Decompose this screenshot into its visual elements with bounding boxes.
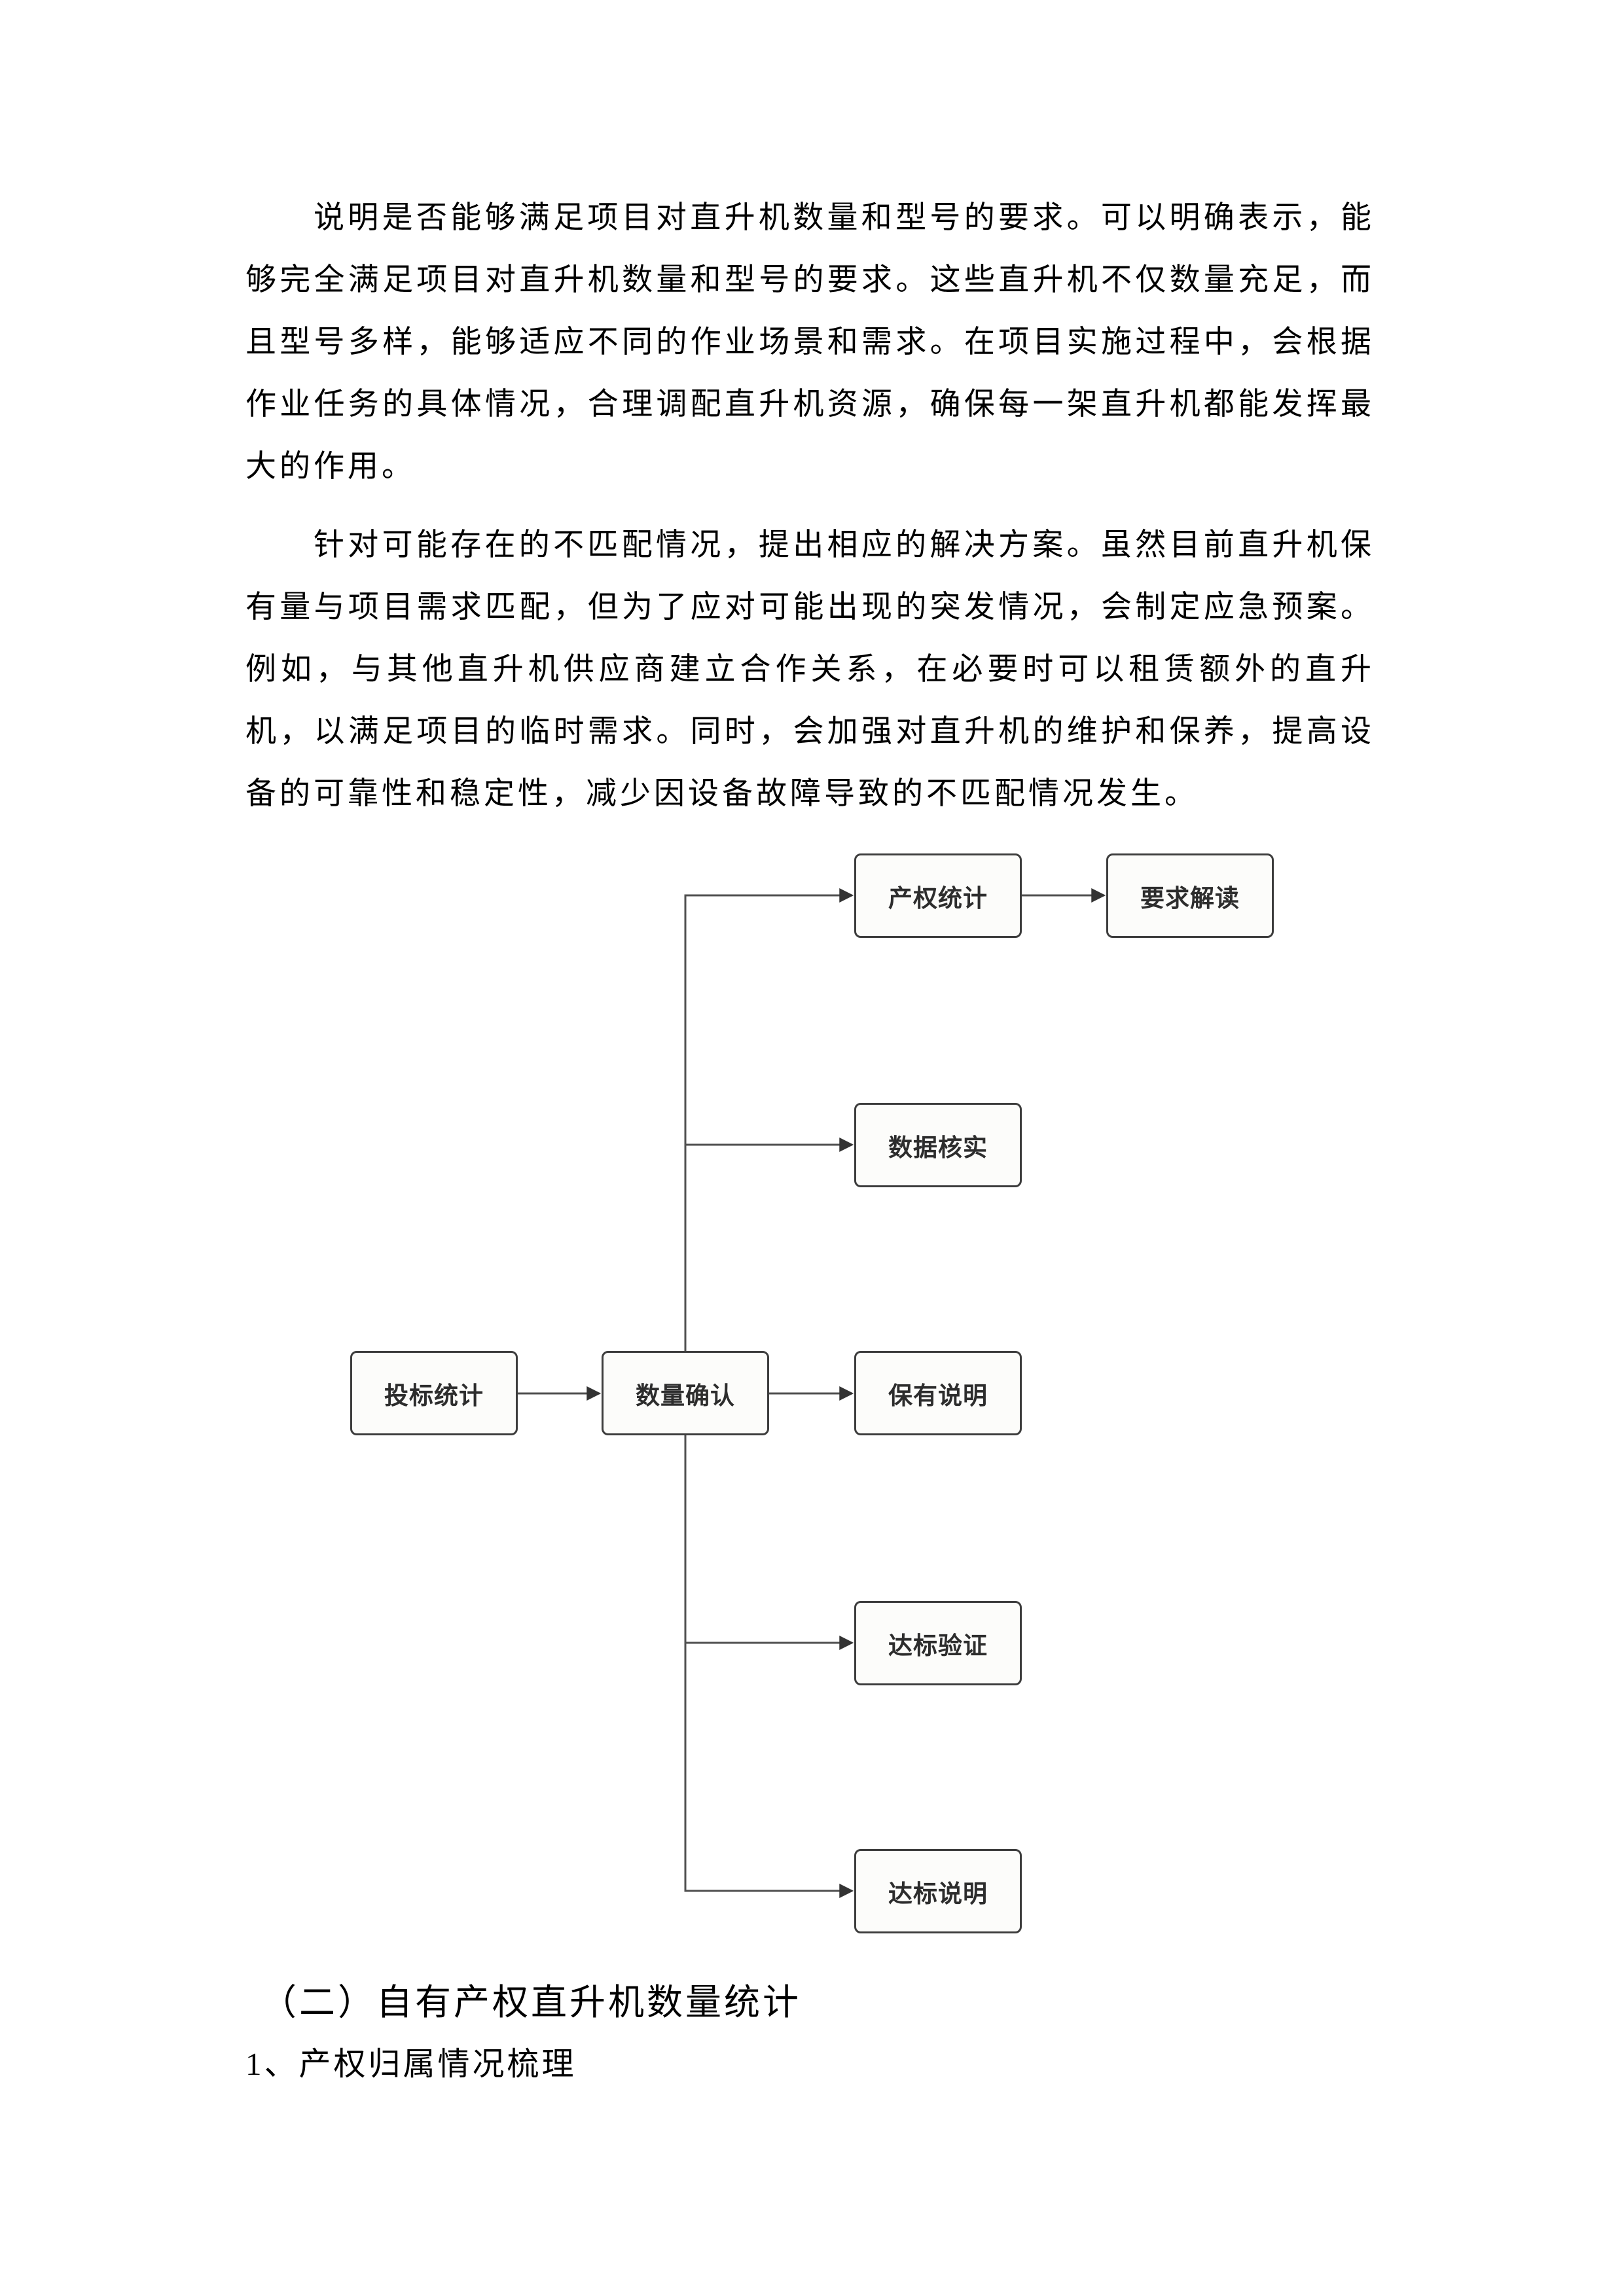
paragraph-mismatch-solution: 针对可能存在的不匹配情况，提出相应的解决方案。虽然目前直升机保有量与项目需求匹配…	[245, 528, 1375, 811]
node-compliance-explanation: 达标说明	[854, 1849, 1022, 1933]
node-bid-statistics: 投标统计	[350, 1351, 518, 1435]
node-holding-explanation: 保有说明	[854, 1351, 1022, 1435]
edge-quantity-to-compliance-explain	[684, 1435, 854, 1898]
section-heading: （二）自有产权直升机数量统计	[261, 1982, 802, 2022]
node-requirement-interpretation: 要求解读	[1106, 853, 1274, 938]
node-property-statistics: 产权统计	[854, 853, 1022, 938]
sub-heading: 1、产权归属情况梳理	[245, 2046, 577, 2082]
node-data-verification: 数据核实	[854, 1103, 1022, 1187]
node-compliance-verification: 达标验证	[854, 1601, 1022, 1685]
paragraph-capability: 说明是否能够满足项目对直升机数量和型号的要求。可以明确表示，能够完全满足项目对直…	[245, 201, 1375, 484]
node-quantity-confirmation: 数量确认	[602, 1351, 769, 1435]
edge-quantity-to-property	[684, 888, 854, 1351]
